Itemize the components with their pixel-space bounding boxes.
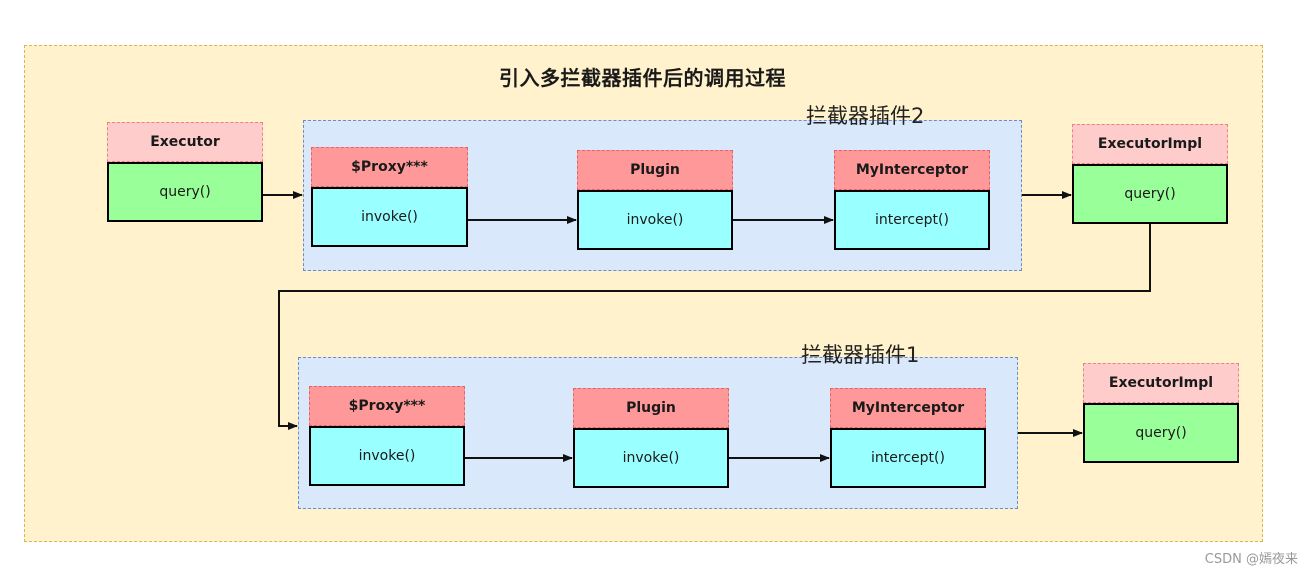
diagram-title: 引入多拦截器插件后的调用过程 <box>499 66 786 90</box>
node-top-proxy-head: $Proxy*** <box>311 147 468 187</box>
node-executor-body: query() <box>107 162 263 222</box>
node-bottom-executor-impl: ExecutorImpl query() <box>1083 363 1239 463</box>
node-bottom-plugin-body: invoke() <box>573 428 729 488</box>
node-bottom-interceptor: MyInterceptor intercept() <box>830 388 986 488</box>
node-bottom-proxy-body: invoke() <box>309 426 465 486</box>
group-label-plugin-2: 拦截器插件2 <box>806 104 925 128</box>
node-top-executor-impl-head: ExecutorImpl <box>1072 124 1228 164</box>
node-executor-head: Executor <box>107 122 263 162</box>
node-top-interceptor-head: MyInterceptor <box>834 150 990 190</box>
node-top-interceptor-body: intercept() <box>834 190 990 250</box>
node-bottom-executor-impl-head: ExecutorImpl <box>1083 363 1239 403</box>
node-bottom-interceptor-body: intercept() <box>830 428 986 488</box>
node-bottom-plugin: Plugin invoke() <box>573 388 729 488</box>
node-top-executor-impl-body: query() <box>1072 164 1228 224</box>
node-bottom-interceptor-head: MyInterceptor <box>830 388 986 428</box>
node-top-interceptor: MyInterceptor intercept() <box>834 150 990 250</box>
node-top-proxy-body: invoke() <box>311 187 468 247</box>
node-bottom-plugin-head: Plugin <box>573 388 729 428</box>
node-top-plugin-head: Plugin <box>577 150 733 190</box>
node-top-plugin: Plugin invoke() <box>577 150 733 250</box>
node-bottom-proxy: $Proxy*** invoke() <box>309 386 465 486</box>
group-label-plugin-1: 拦截器插件1 <box>801 343 920 367</box>
node-bottom-executor-impl-body: query() <box>1083 403 1239 463</box>
arrow-top-impl-to-bottom-group <box>278 224 1151 430</box>
watermark: CSDN @嫣夜来 <box>1204 552 1298 567</box>
node-bottom-proxy-head: $Proxy*** <box>309 386 465 426</box>
node-top-executor-impl: ExecutorImpl query() <box>1072 124 1228 224</box>
node-top-plugin-body: invoke() <box>577 190 733 250</box>
node-executor: Executor query() <box>107 122 263 222</box>
node-top-proxy: $Proxy*** invoke() <box>311 147 468 247</box>
